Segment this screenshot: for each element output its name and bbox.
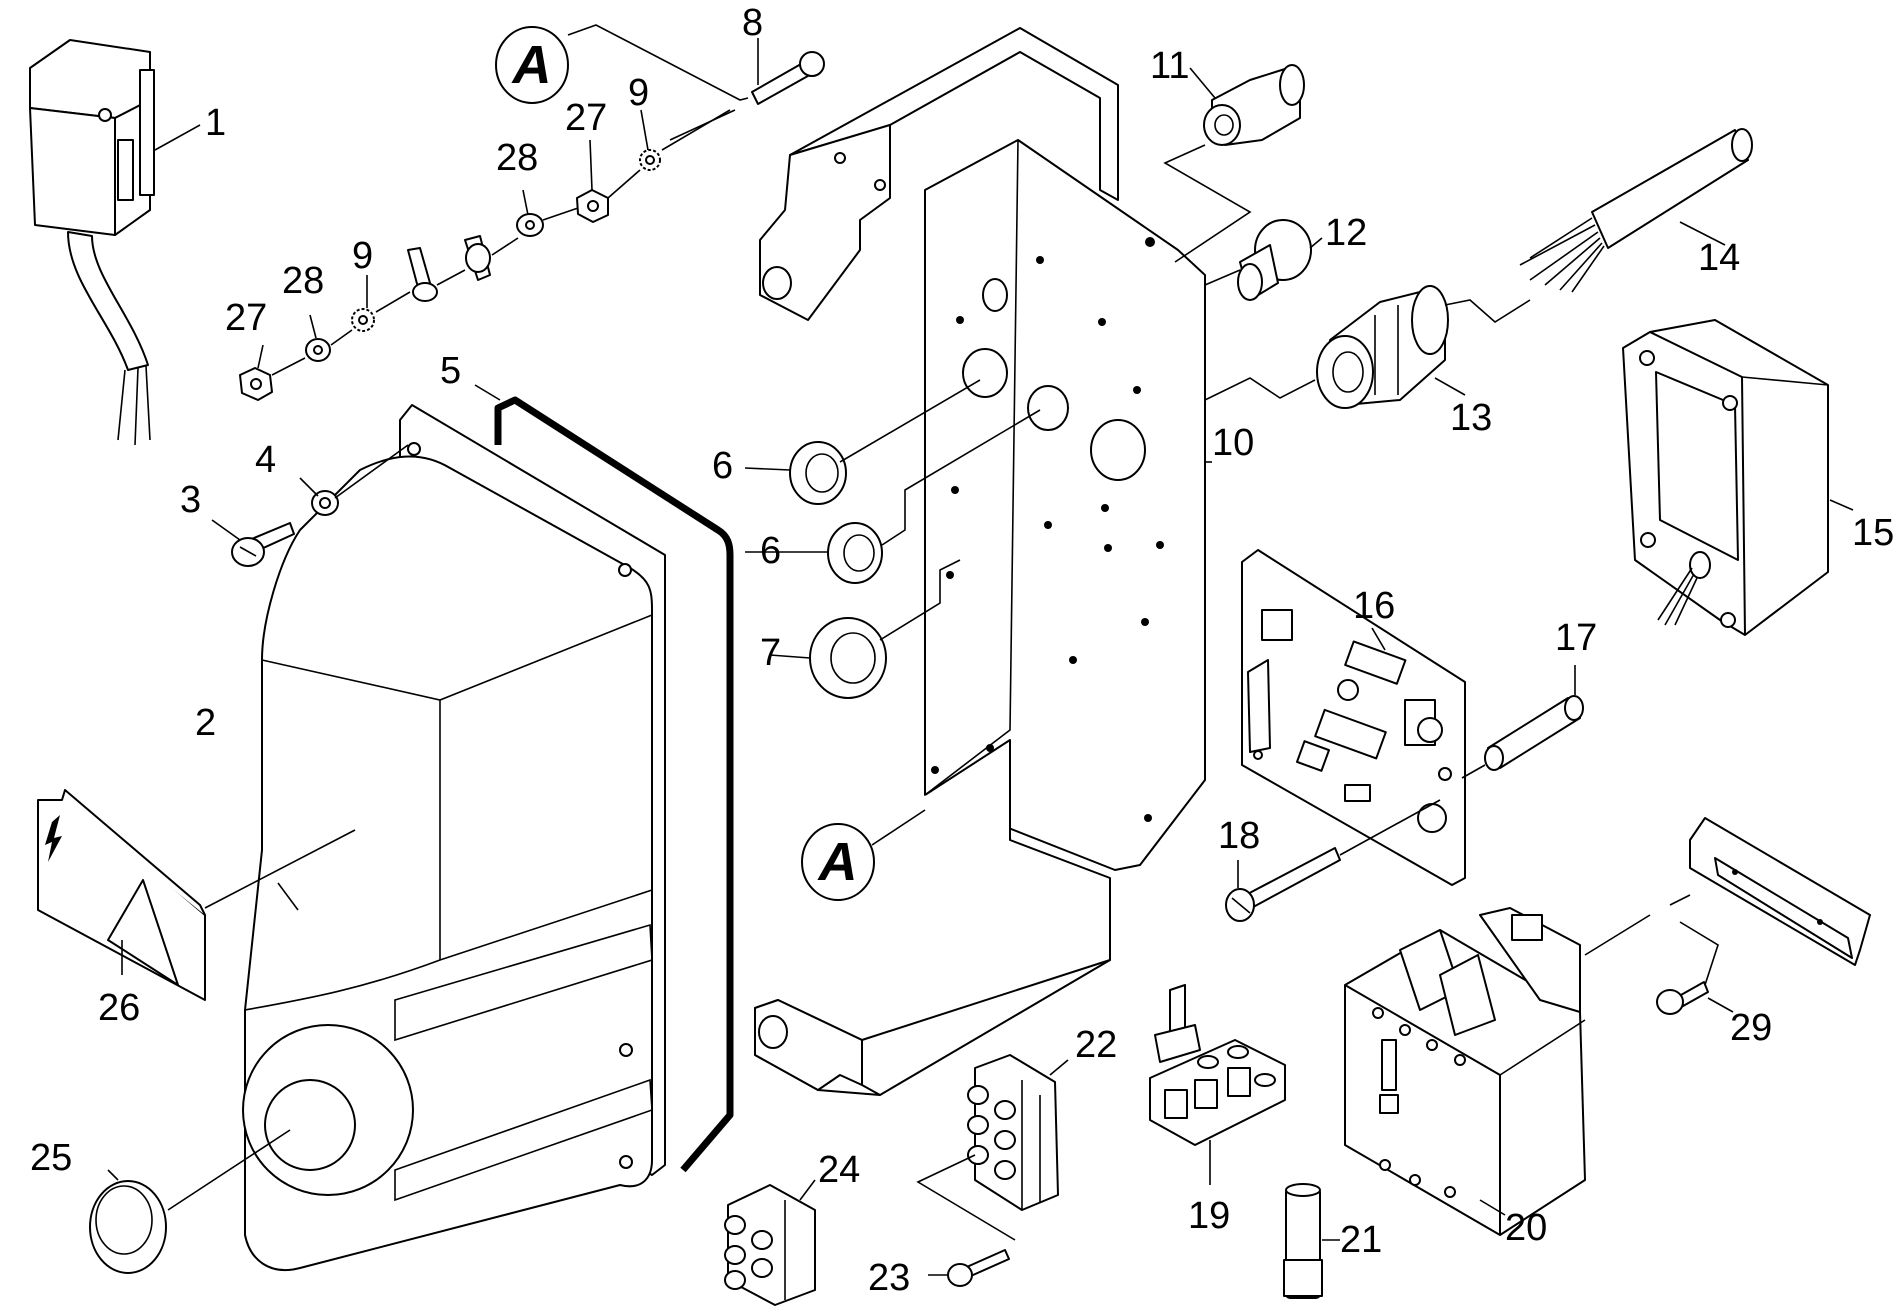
callout-22: 22 [1075,1024,1117,1066]
part-17-spacer [1484,695,1584,771]
part-11-cable-gland [1203,64,1305,146]
callout-15: 15 [1852,512,1894,554]
part-4-washer [311,490,339,516]
reference-mark-a-top: A [495,26,569,104]
callout-27-top: 27 [565,97,607,139]
hardware-left-chain [239,149,661,401]
callout-5: 5 [440,350,461,392]
part-7-locknut [809,617,887,699]
callout-28-top: 28 [496,137,538,179]
callout-18: 18 [1218,815,1260,857]
part-21-fuse [1283,1183,1323,1299]
svg-text:A: A [511,35,552,95]
callout-9-top: 9 [628,72,649,114]
part-20-contactor [1344,907,1586,1236]
part-16-circuit-board [1241,549,1466,886]
callout-6-lower: 6 [760,530,781,572]
callout-6-upper: 6 [712,445,733,487]
leader-lines [107,24,1854,1276]
callout-17: 17 [1555,617,1597,659]
part-29-din-rail [1689,817,1871,966]
callout-8: 8 [742,2,763,44]
callout-2: 2 [195,702,216,744]
part-12-blank-plug [1237,219,1312,301]
svg-text:A: A [817,832,858,892]
part-26-warning-label [37,789,206,1001]
part-6-locknut-lower [827,522,883,584]
callout-9-left: 9 [352,235,373,277]
callout-14: 14 [1698,237,1740,279]
callout-13: 13 [1450,397,1492,439]
part-5-gasket [494,396,734,1173]
part-29-screw [1656,981,1709,1015]
part-22-terminal-strip [967,1054,1059,1211]
lightning-bolt-icon [45,815,62,862]
callout-28-left: 28 [282,260,324,302]
callout-24: 24 [818,1149,860,1191]
part-8-bolt [751,51,825,105]
part-3-screw [231,522,295,567]
callout-10: 10 [1212,422,1254,464]
part-6-locknut-upper [789,441,847,505]
callout-7: 7 [760,632,781,674]
part-2-housing-cover [242,404,666,1272]
reference-mark-a-bottom: A [801,823,875,901]
callout-27-left: 27 [225,297,267,339]
part-1-plug [29,39,155,446]
part-10-mounting-plate [754,27,1206,1096]
callout-16: 16 [1353,585,1395,627]
part-25-cap [89,1180,167,1274]
callout-19: 19 [1188,1195,1230,1237]
callout-1: 1 [205,102,226,144]
part-19-terminal-block [1149,984,1286,1146]
callout-numbers: 1 2 3 4 5 6 6 7 8 9 9 10 11 12 13 14 15 … [30,2,1894,1299]
part-15-junction-box [1622,319,1829,636]
callout-25: 25 [30,1137,72,1179]
callout-26: 26 [98,987,140,1029]
callout-21: 21 [1340,1219,1382,1261]
part-18-screw [1225,847,1341,922]
callout-29: 29 [1730,1007,1772,1049]
callout-12: 12 [1325,212,1367,254]
part-13-cable-gland [1316,285,1449,409]
part-23-screw [947,1249,1010,1287]
part-14-cable [1519,128,1753,293]
part-24-terminal-strip [724,1184,816,1306]
callout-4: 4 [255,439,276,481]
callout-11: 11 [1150,45,1189,87]
callout-20: 20 [1505,1207,1547,1249]
callout-3: 3 [180,479,201,521]
callout-23: 23 [868,1257,910,1299]
